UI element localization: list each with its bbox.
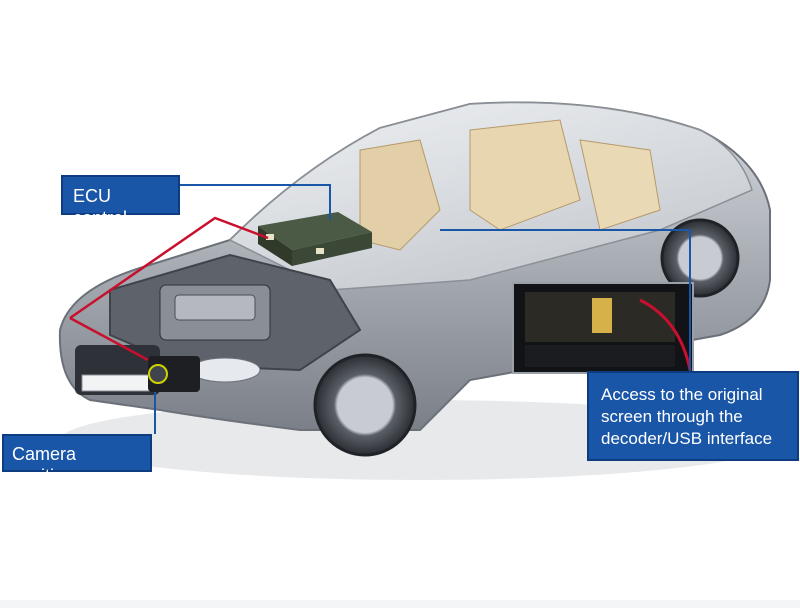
ecu-box-icon <box>258 212 372 266</box>
usb-label-line-1: Access to the original <box>601 385 763 404</box>
usb-label-line-2: screen through the <box>601 407 743 426</box>
dashboard-screen-icon <box>512 282 694 374</box>
usb-label-line-3: decoder/USB interface <box>601 429 773 448</box>
ecu-leader-line <box>180 184 331 220</box>
usb-leader-line <box>440 229 691 371</box>
camera-icon <box>148 356 200 392</box>
ecu-control-label: ECU control <box>61 175 180 228</box>
bottom-strip <box>0 600 800 608</box>
usb-interface-label: Access to the original screen through th… <box>587 371 799 461</box>
rear-seat <box>469 119 581 231</box>
headlight <box>189 357 261 383</box>
camera-position-label: Camera position <box>2 434 152 486</box>
rear-seat-2 <box>579 139 661 231</box>
license-plate <box>81 374 153 392</box>
engine-cover <box>174 294 256 321</box>
rear-wheel <box>660 218 740 298</box>
camera-path-line-2 <box>69 316 149 362</box>
front-wheel <box>313 353 417 457</box>
camera-path-line <box>69 216 269 320</box>
